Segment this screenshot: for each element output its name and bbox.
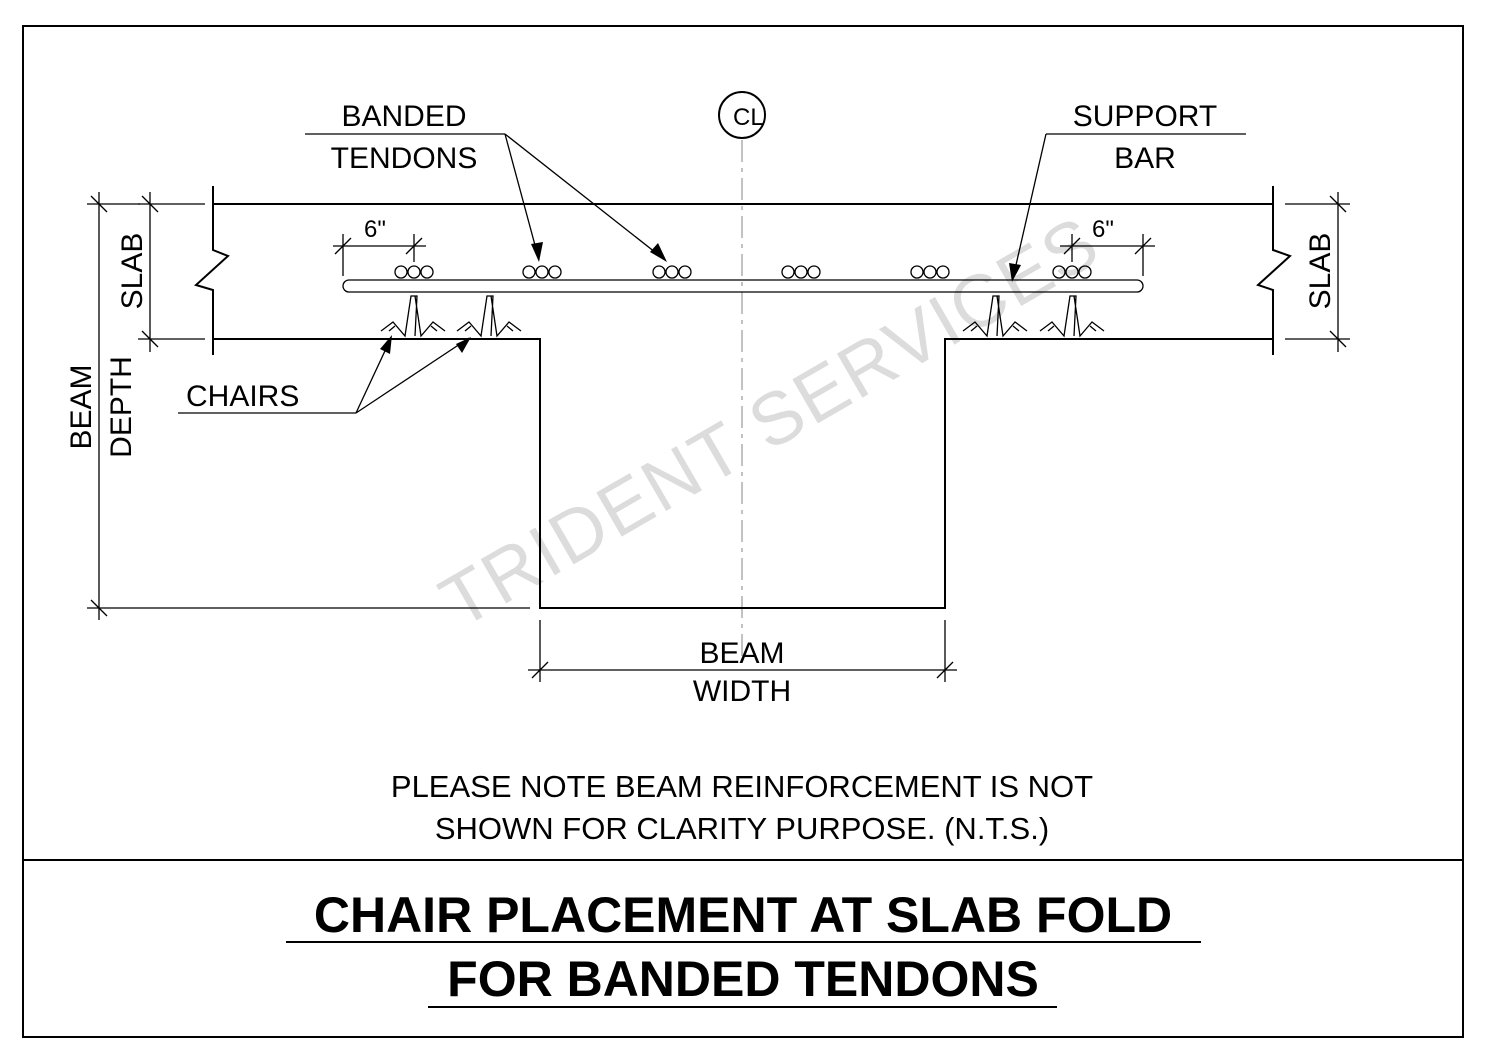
chair: [456, 295, 522, 338]
beam-depth-dimension: BEAM DEPTH: [65, 192, 530, 620]
note: PLEASE NOTE BEAM REINFORCEMENT IS NOT SH…: [391, 769, 1093, 846]
beam-depth-label-line1: BEAM: [65, 364, 98, 449]
centerline-text: CL: [733, 104, 764, 131]
sheet-border: [22, 25, 1464, 1038]
beam-width-label-line1: BEAM: [699, 637, 784, 670]
tendon-group: [1052, 265, 1092, 279]
tendon-group: [394, 265, 434, 279]
tendon-group: [652, 265, 692, 279]
dim-right-text: 6": [1092, 216, 1114, 243]
chairs-callout: CHAIRS: [178, 335, 471, 414]
banded-label-line2: TENDONS: [331, 142, 478, 175]
slab-left-label: SLAB: [116, 233, 149, 310]
support-bar: [342, 279, 1144, 293]
beam-depth-label-line2: DEPTH: [105, 356, 138, 458]
title-line2: FOR BANDED TENDONS: [447, 951, 1039, 1007]
note-line1: PLEASE NOTE BEAM REINFORCEMENT IS NOT: [391, 769, 1093, 804]
chair: [962, 295, 1028, 338]
tendon-groups: [394, 265, 1092, 279]
beam-width-label-line2: WIDTH: [693, 675, 791, 708]
chair: [1039, 295, 1105, 338]
centerline-symbol: CL: [718, 91, 766, 139]
support-bar-callout: SUPPORT BAR: [1009, 100, 1246, 282]
title-line1: CHAIR PLACEMENT AT SLAB FOLD: [314, 887, 1172, 943]
tendon-group: [910, 265, 950, 279]
banded-label-line1: BANDED: [341, 100, 466, 133]
banded-tendons-callout: BANDED TENDONS: [305, 100, 667, 262]
dim-left-text: 6": [364, 216, 386, 243]
chairs-label: CHAIRS: [186, 380, 299, 413]
slab-dimension-right: SLAB: [1285, 192, 1350, 352]
note-line2: SHOWN FOR CLARITY PURPOSE. (N.T.S.): [435, 811, 1049, 846]
tendon-group: [522, 265, 562, 279]
dimension-6in-right: 6": [1060, 216, 1155, 276]
drawing-title: CHAIR PLACEMENT AT SLAB FOLD FOR BANDED …: [286, 887, 1201, 1008]
support-label-line1: SUPPORT: [1073, 100, 1217, 133]
chair: [380, 295, 446, 338]
slab-beam-outline: [194, 186, 1292, 609]
chairs: [380, 295, 1105, 338]
tendon-group: [781, 265, 821, 279]
beam-width-dimension: BEAM WIDTH: [528, 620, 957, 708]
support-label-line2: BAR: [1114, 142, 1176, 175]
slab-dimension-left: SLAB: [116, 192, 205, 352]
dimension-6in-left: 6": [333, 216, 426, 276]
slab-right-label: SLAB: [1304, 233, 1337, 310]
